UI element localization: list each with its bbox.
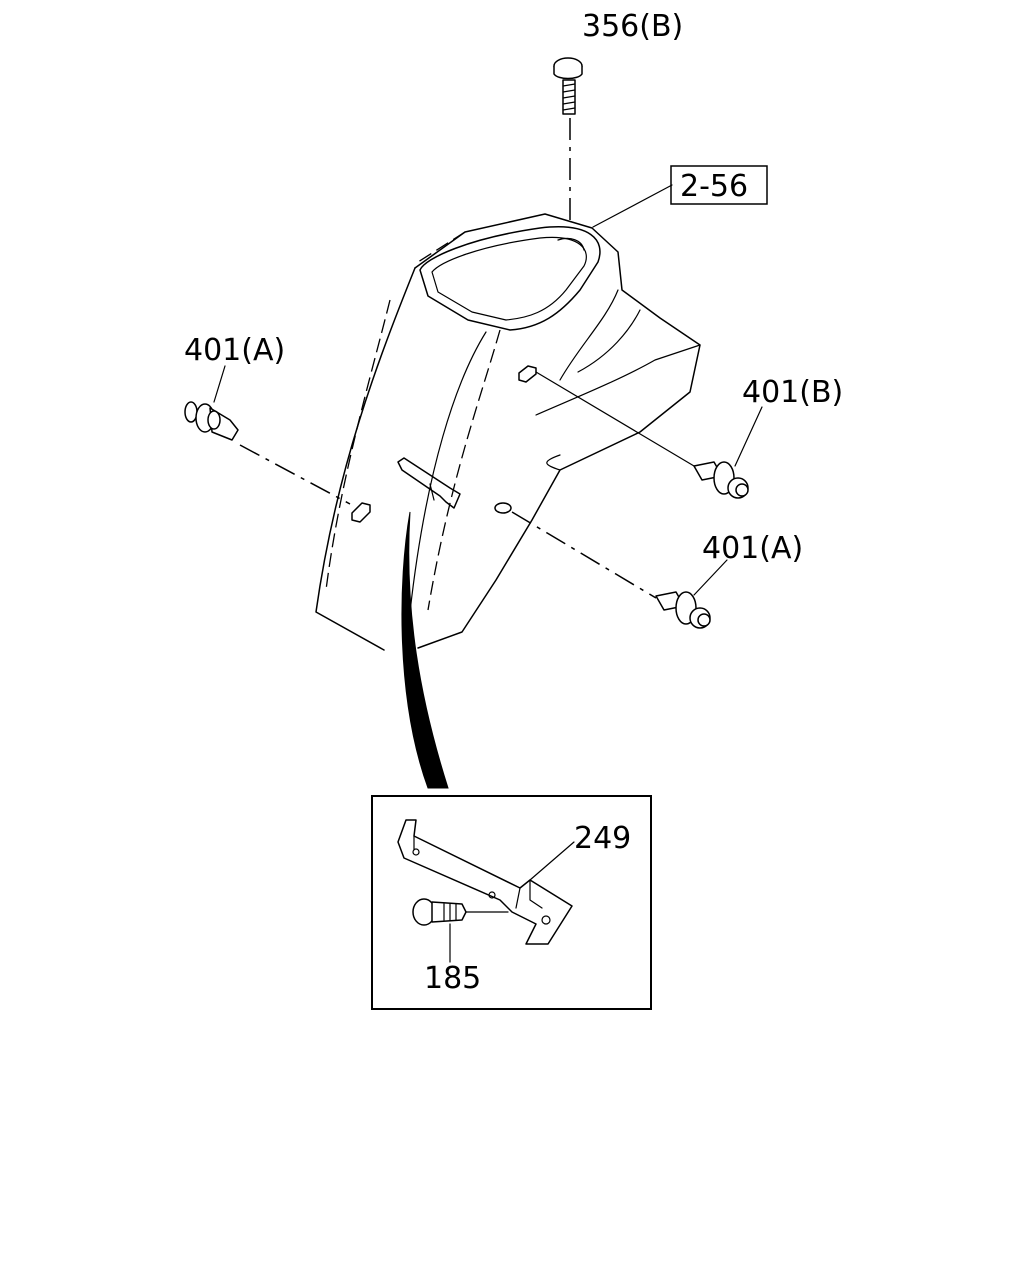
clip-401b-icon xyxy=(693,461,749,499)
detail-box xyxy=(371,795,652,1010)
clip-401a-left-icon xyxy=(184,401,239,441)
ref-box-2-56 xyxy=(670,165,768,205)
label-356b: 356(B) xyxy=(582,9,683,44)
clip-401a-right-icon xyxy=(655,591,711,629)
detail-arrow xyxy=(401,511,449,789)
label-2-56: 2-56 xyxy=(680,169,748,204)
label-401a-right: 401(A) xyxy=(702,531,803,566)
label-249: 249 xyxy=(574,821,631,856)
label-401b: 401(B) xyxy=(742,375,843,410)
bolt-185-icon xyxy=(412,898,467,926)
label-185: 185 xyxy=(424,961,481,996)
bracket-249-icon xyxy=(397,819,573,945)
bolt-356b-icon xyxy=(553,57,583,115)
label-401a-left: 401(A) xyxy=(184,333,285,368)
column-cover xyxy=(315,213,701,651)
